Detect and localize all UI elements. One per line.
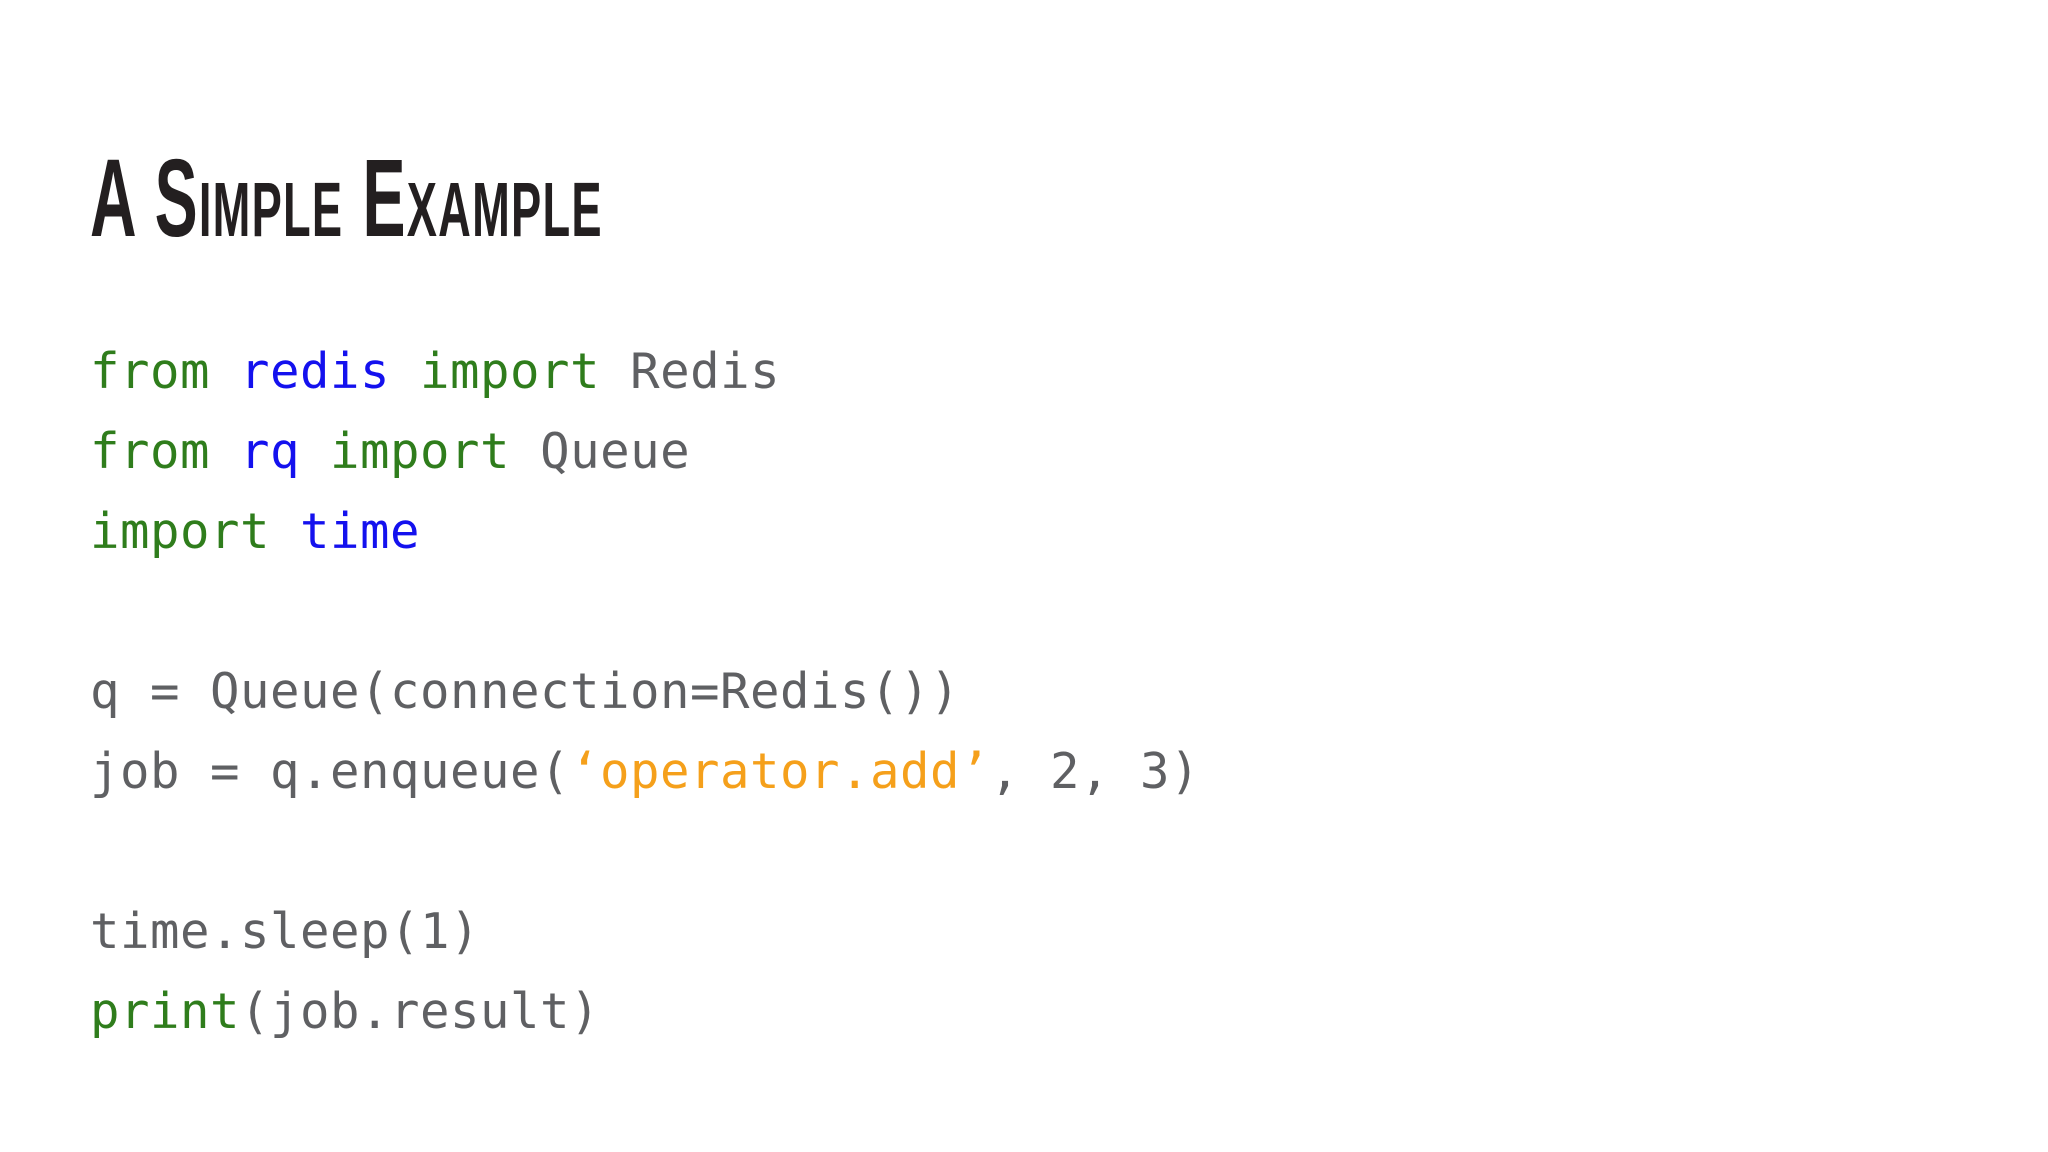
- code-line: q = Queue(connection=Redis()): [90, 652, 1200, 732]
- code-token-kw: import: [90, 503, 271, 560]
- code-line: from redis import Redis: [90, 332, 1200, 412]
- code-line-blank: [90, 812, 1200, 892]
- code-token-module: redis: [240, 343, 391, 400]
- code-token-builtin: print: [90, 983, 241, 1040]
- code-line: import time: [90, 492, 1200, 572]
- code-token-plain: job = q.enqueue(: [90, 743, 571, 800]
- code-token-kw: import: [330, 423, 511, 480]
- code-token-plain: [390, 343, 420, 400]
- code-token-plain: Redis: [600, 343, 781, 400]
- code-token-plain: Queue: [510, 423, 691, 480]
- code-token-plain: , 2, 3): [990, 743, 1201, 800]
- code-token-kw: from: [90, 423, 241, 480]
- code-token-plain: q = Queue(connection=Redis()): [90, 663, 961, 720]
- code-token-plain: [270, 503, 300, 560]
- code-token-module: time: [300, 503, 421, 560]
- code-token-kw: import: [420, 343, 601, 400]
- code-token-string: ‘operator.add’: [570, 743, 991, 800]
- code-token-plain: (job.result): [240, 983, 601, 1040]
- code-token-plain: [300, 423, 330, 480]
- code-line: job = q.enqueue(‘operator.add’, 2, 3): [90, 732, 1200, 812]
- code-line: from rq import Queue: [90, 412, 1200, 492]
- code-line: time.sleep(1): [90, 892, 1200, 972]
- code-line: print(job.result): [90, 972, 1200, 1052]
- code-token-plain: time.sleep(1): [90, 903, 481, 960]
- page-title: A Simple Example: [90, 137, 603, 261]
- code-token-kw: from: [90, 343, 241, 400]
- code-token-module: rq: [240, 423, 301, 480]
- code-line-blank: [90, 572, 1200, 652]
